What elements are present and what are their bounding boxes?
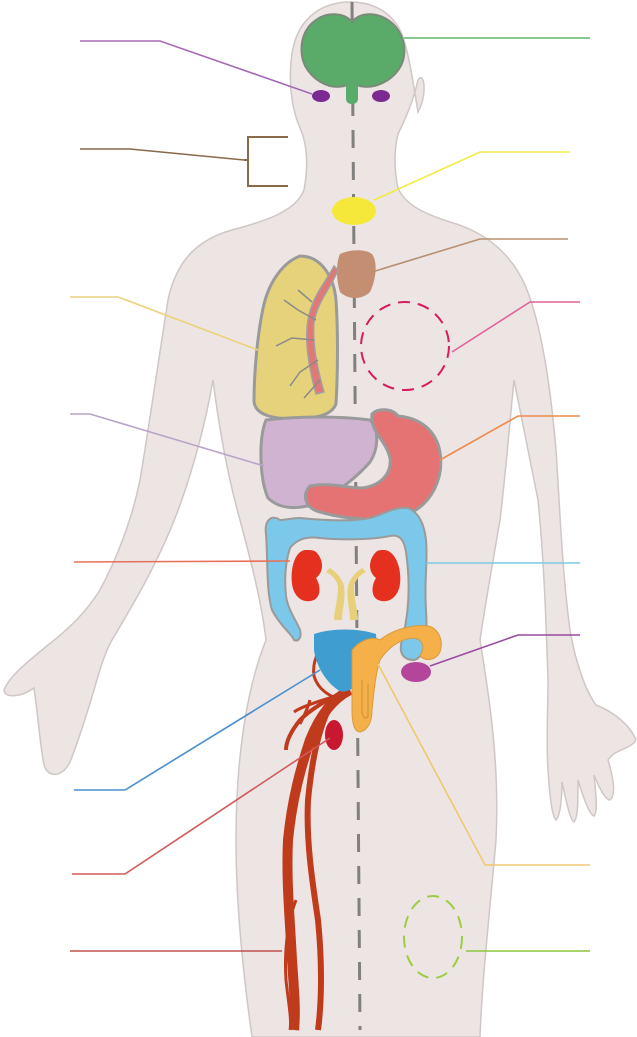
uterus (351, 625, 442, 733)
cervix (361, 680, 369, 719)
leader-heart (371, 238, 568, 273)
leader-liver (70, 413, 265, 467)
left-eye (312, 90, 330, 102)
blood-vessels (282, 685, 353, 1031)
leader-lines (70, 37, 590, 952)
thyroid (332, 197, 376, 225)
leader-breast (451, 301, 580, 353)
leader-stomach (439, 415, 580, 461)
liver (259, 415, 379, 509)
right-kidney (370, 550, 401, 602)
stomach (303, 408, 443, 521)
breast-outline (360, 301, 450, 391)
leader-kidney (73, 560, 291, 563)
leader-neck (80, 148, 245, 161)
ovary (401, 662, 431, 682)
left-kidney (291, 550, 322, 602)
right-eye (372, 90, 390, 102)
lymph-node (325, 720, 343, 750)
leader-eyes (80, 40, 313, 95)
leader-thyroid (373, 151, 570, 201)
skin-outline (403, 895, 463, 979)
lung (252, 254, 339, 420)
leader-lung (70, 296, 259, 351)
large-intestine (264, 506, 428, 662)
left-ureter (326, 568, 345, 620)
leader-artery (72, 737, 331, 875)
right-ureter (347, 568, 366, 620)
leader-ovary (429, 634, 580, 667)
brain (300, 13, 406, 104)
neck-bracket (244, 136, 288, 187)
leader-uterus (377, 663, 590, 866)
heart (337, 250, 376, 298)
leader-bladder (74, 669, 321, 791)
